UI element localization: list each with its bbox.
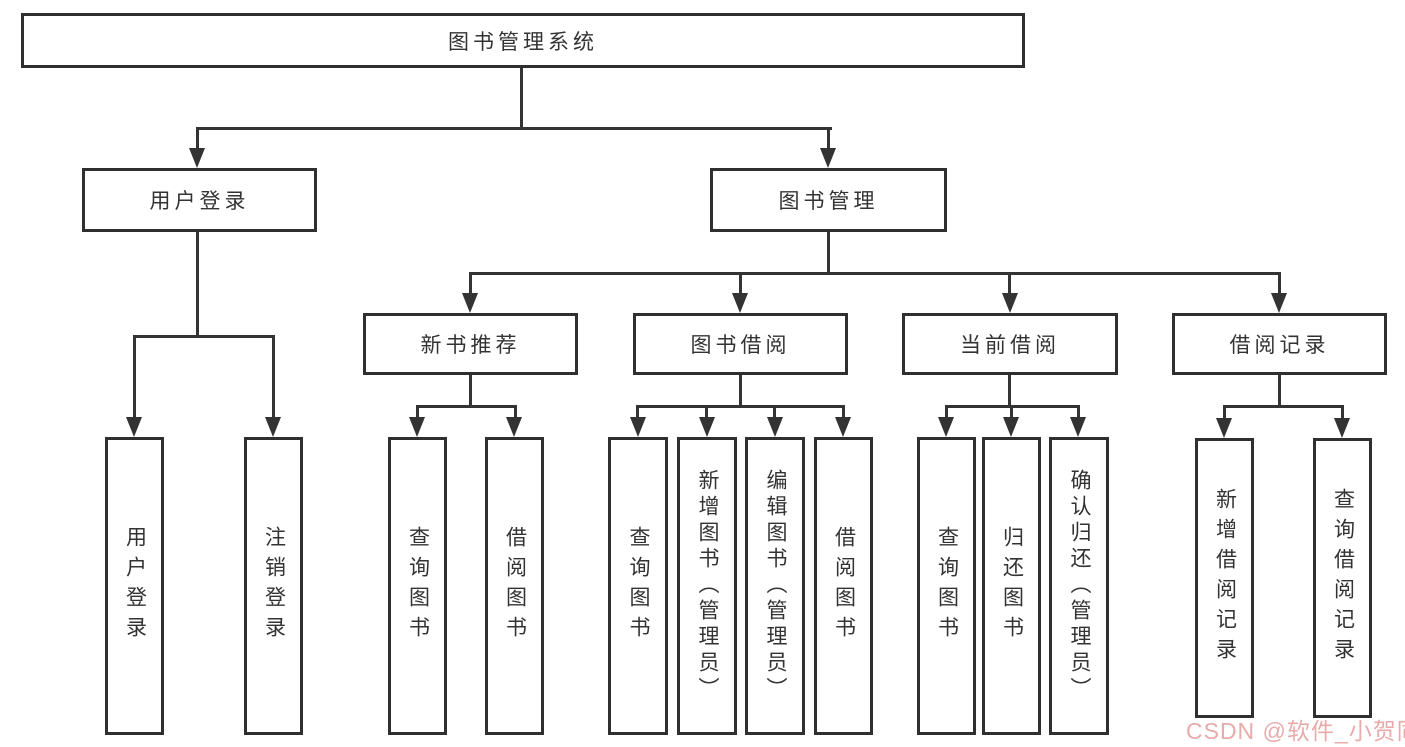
connector-current-borrow-drop: [1008, 272, 1011, 295]
node-current-borrowing: 当前借阅: [902, 313, 1118, 375]
connector-new-books-drop: [469, 272, 472, 295]
connector-book-mgmt-drop: [827, 127, 830, 151]
connector-borrow-records-stem: [1278, 375, 1281, 405]
node-label: 归还图书: [1000, 526, 1024, 646]
node-leaf-query-books-2: 查询图书: [608, 437, 668, 735]
node-label: 借阅图书: [503, 526, 527, 646]
node-label: 查询图书: [627, 526, 650, 646]
node-label: 借阅记录: [1229, 334, 1330, 357]
node-leaf-query-books-3: 查询图书: [917, 437, 976, 735]
connector-drop: [1077, 405, 1080, 419]
connector-login-drop: [133, 335, 136, 420]
node-label: 图书借阅: [690, 334, 791, 357]
connector-drop: [1010, 405, 1013, 419]
node-label: 借阅图书: [832, 526, 856, 646]
arrowhead-icon: [126, 417, 142, 437]
connector-root-drop: [520, 68, 523, 127]
node-leaf-return-books: 归还图书: [982, 437, 1041, 735]
node-leaf-logout: 注销登录: [244, 437, 303, 735]
arrowhead-icon: [1334, 418, 1350, 438]
connector-book-borrow-rail: [636, 405, 845, 408]
connector-book-mgmt-stem: [827, 232, 830, 272]
arrowhead-icon: [189, 148, 205, 168]
node-leaf-query-books-1: 查询图书: [388, 437, 447, 735]
arrowhead-icon: [409, 417, 425, 437]
node-label: 编辑图书（管理员）: [764, 469, 787, 703]
node-book-borrowing: 图书借阅: [633, 313, 848, 375]
arrowhead-icon: [767, 417, 783, 437]
node-label: 查询借阅记录: [1331, 488, 1355, 668]
arrowhead-icon: [1271, 293, 1287, 313]
node-leaf-user-login: 用户登录: [105, 437, 164, 735]
arrowhead-icon: [265, 417, 281, 437]
node-label: 当前借阅: [960, 334, 1060, 357]
arrowhead-icon: [835, 417, 851, 437]
connector-borrow-records-rail: [1223, 405, 1343, 408]
node-label: 用户登录: [123, 526, 147, 646]
node-leaf-edit-books-admin: 编辑图书（管理员）: [745, 437, 805, 735]
connector-new-books-stem: [469, 375, 472, 405]
connector-drop: [1223, 405, 1226, 420]
connector-logout-drop: [272, 335, 275, 420]
node-root-book-management-system: 图书管理系统: [21, 13, 1025, 68]
node-label: 新增借阅记录: [1213, 488, 1237, 668]
node-borrowing-records: 借阅记录: [1172, 313, 1387, 375]
connector-user-login-rail: [133, 335, 275, 338]
node-leaf-add-borrow-record: 新增借阅记录: [1195, 438, 1254, 718]
node-leaf-borrow-books-1: 借阅图书: [485, 437, 544, 735]
connector-drop: [514, 405, 517, 419]
connector-borrow-records-drop: [1278, 272, 1281, 295]
connector-drop: [416, 405, 419, 419]
connector-drop: [705, 405, 708, 419]
node-label: 查询图书: [406, 526, 430, 646]
node-user-login: 用户登录: [82, 168, 317, 232]
connector-level2-rail: [196, 127, 832, 130]
connector-book-borrow-drop: [739, 272, 742, 295]
connector-drop: [842, 405, 845, 419]
arrowhead-icon: [938, 417, 954, 437]
connector-new-books-rail: [416, 405, 517, 408]
connector-drop: [945, 405, 948, 419]
arrowhead-icon: [699, 417, 715, 437]
connector-user-login-drop: [196, 127, 199, 151]
node-label: 用户登录: [149, 190, 250, 213]
connector-drop: [636, 405, 639, 419]
arrowhead-icon: [820, 148, 836, 168]
connector-book-borrow-stem: [739, 375, 742, 405]
arrowhead-icon: [1216, 418, 1232, 438]
arrowhead-icon: [506, 417, 522, 437]
arrowhead-icon: [630, 417, 646, 437]
connector-user-login-stem: [196, 232, 199, 335]
node-label: 新书推荐: [420, 334, 521, 357]
node-label: 图书管理系统: [448, 30, 598, 54]
arrowhead-icon: [1003, 417, 1019, 437]
arrowhead-icon: [732, 293, 748, 313]
node-label: 新增图书（管理员）: [696, 469, 719, 703]
arrowhead-icon: [1002, 293, 1018, 313]
node-new-book-recommend: 新书推荐: [363, 313, 578, 375]
node-leaf-borrow-books-2: 借阅图书: [814, 437, 873, 735]
node-book-management: 图书管理: [710, 168, 947, 232]
node-label: 确认归还（管理员）: [1068, 469, 1091, 703]
arrowhead-icon: [1070, 417, 1086, 437]
node-label: 图书管理: [778, 190, 879, 213]
arrowhead-icon: [462, 293, 478, 313]
node-leaf-query-borrow-record: 查询借阅记录: [1313, 438, 1372, 718]
node-leaf-add-books-admin: 新增图书（管理员）: [677, 437, 737, 735]
watermark: CSDN @软件_小贺同学: [1186, 718, 1405, 744]
connector-current-borrow-stem: [1008, 375, 1011, 405]
connector-drop: [773, 405, 776, 419]
node-label: 注销登录: [262, 526, 286, 646]
connector-level3-rail: [469, 272, 1281, 275]
node-label: 查询图书: [935, 526, 959, 646]
node-leaf-confirm-return-admin: 确认归还（管理员）: [1049, 437, 1109, 735]
connector-drop: [1341, 405, 1344, 420]
